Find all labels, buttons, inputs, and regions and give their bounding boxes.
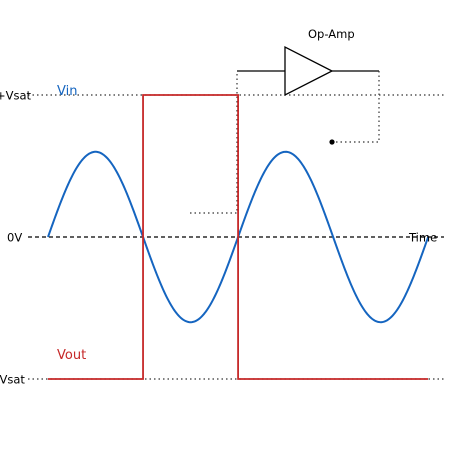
vout-square-wave [48,94,428,380]
vin-series-label: Vin [57,84,77,99]
opamp-triangle-symbol [284,45,334,97]
zero-volt-label: 0V [7,231,22,245]
opamp-junction-dot [329,139,335,145]
vsat-positive-label: +Vsat [0,89,32,103]
opamp-input-dotted-wire [190,71,238,214]
vsat-negative-label: -Vsat [0,373,25,387]
opamp-label: Op-Amp [308,27,355,41]
opamp-output-dotted-wire [332,71,380,143]
vout-series-label: Vout [57,348,86,363]
op-amp-schematic [190,45,380,214]
time-axis-label: Time [408,231,437,245]
